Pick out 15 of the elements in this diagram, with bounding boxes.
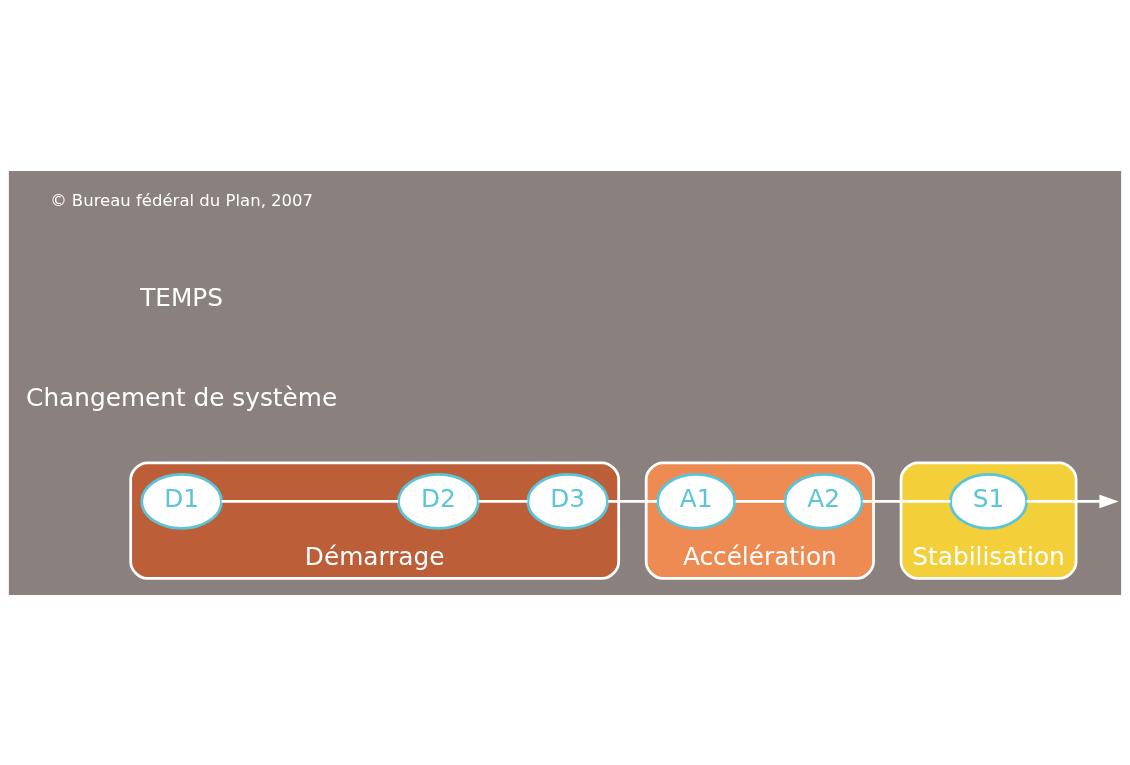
node-ellipse: A2 [783, 472, 864, 530]
connector [735, 499, 785, 503]
connector [221, 499, 399, 503]
node-ellipse: D3 [526, 472, 609, 530]
connector [608, 499, 657, 503]
label: © Bureau fédéral du Plan, 2007 [50, 190, 314, 210]
connector [478, 499, 528, 503]
node-ellipse: S1 [949, 472, 1028, 530]
arrow [1026, 494, 1119, 508]
label: TEMPS [140, 282, 224, 312]
node-ellipse: D1 [140, 472, 223, 530]
node-ellipse: A1 [656, 472, 737, 530]
label: Changement de système [26, 382, 338, 412]
connector [862, 499, 951, 503]
node-ellipse: D2 [397, 472, 480, 530]
